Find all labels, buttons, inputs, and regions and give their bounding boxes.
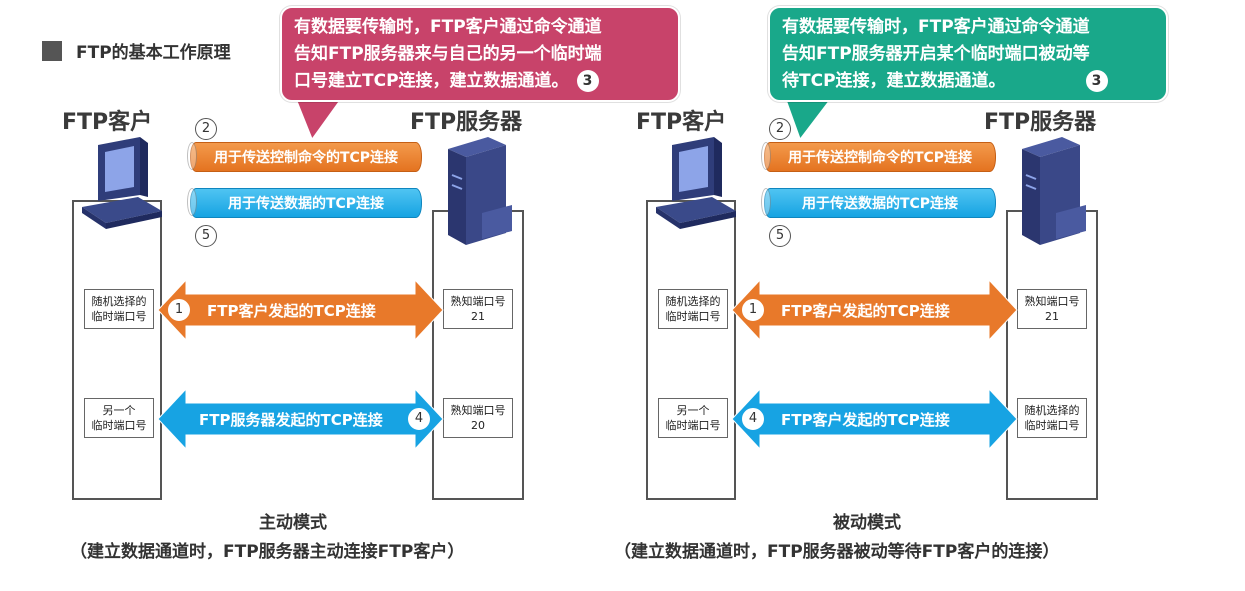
passive-step-1-badge: 1 — [742, 299, 764, 321]
passive-callout-line-2: 告知FTP服务器开启某个临时端口被动等 — [782, 44, 1090, 64]
active-step-2-badge: 2 — [195, 118, 217, 140]
active-conn-1-label: FTP客户发起的TCP连接 — [207, 302, 376, 320]
active-server-port-1: 熟知端口号 21 — [443, 289, 513, 329]
passive-step-2-badge: 2 — [769, 118, 791, 140]
active-conn-4-label: FTP服务器发起的TCP连接 — [199, 411, 383, 429]
active-server-port-2: 熟知端口号 20 — [443, 398, 513, 438]
passive-client-port-2: 另一个 临时端口号 — [658, 398, 728, 438]
active-mode-title: 主动模式 — [259, 513, 327, 533]
active-client-computer-icon — [82, 137, 162, 229]
active-client-column — [72, 200, 162, 500]
passive-conn-4-label: FTP客户发起的TCP连接 — [781, 411, 950, 429]
passive-server-column — [1006, 210, 1098, 500]
passive-step-4-badge: 4 — [742, 408, 764, 430]
active-server-icon — [448, 137, 512, 245]
passive-data-connection-pipe: 用于传送数据的TCP连接 — [761, 188, 996, 218]
active-callout-step-number: 3 — [576, 70, 599, 92]
active-conn-4-arrow — [157, 387, 444, 451]
page-title: FTP的基本工作原理 — [76, 43, 231, 63]
passive-callout-line-1: 有数据要传输时，FTP客户通过命令通道 — [782, 17, 1090, 37]
active-data-connection-label: 用于传送数据的TCP连接 — [227, 196, 385, 212]
passive-conn-1-label: FTP客户发起的TCP连接 — [781, 302, 950, 320]
passive-server-port-2: 随机选择的 临时端口号 — [1017, 398, 1087, 438]
passive-conn-4-arrow — [731, 387, 1018, 451]
active-callout-line-2: 告知FTP服务器来与自己的另一个临时端 — [294, 44, 602, 64]
passive-client-computer-icon — [656, 137, 736, 229]
active-server-label: FTP服务器 — [410, 110, 523, 135]
active-step-5-badge: 5 — [195, 225, 217, 247]
active-client-port-2: 另一个 临时端口号 — [84, 398, 154, 438]
active-conn-1-arrow — [157, 278, 444, 342]
passive-control-connection-pipe: 用于传送控制命令的TCP连接 — [761, 142, 996, 172]
passive-mode-description: （建立数据通道时，FTP服务器被动等待FTP客户的连接） — [614, 542, 1060, 562]
active-client-label: FTP客户 — [62, 110, 153, 135]
title-bullet-square — [42, 41, 62, 61]
passive-mode-title: 被动模式 — [833, 513, 901, 533]
passive-server-icon — [1022, 137, 1086, 245]
active-callout-line-3: 口号建立TCP连接，建立数据通道。 — [294, 71, 569, 91]
active-callout: 有数据要传输时，FTP客户通过命令通道 告知FTP服务器来与自己的另一个临时端 … — [280, 6, 680, 102]
active-data-connection-pipe: 用于传送数据的TCP连接 — [187, 188, 422, 218]
active-callout-line-1: 有数据要传输时，FTP客户通过命令通道 — [294, 17, 602, 37]
active-step-4-badge: 4 — [408, 408, 430, 430]
active-control-connection-pipe: 用于传送控制命令的TCP连接 — [187, 142, 422, 172]
passive-client-column — [646, 200, 736, 500]
active-server-column — [432, 210, 524, 500]
active-step-1-badge: 1 — [168, 299, 190, 321]
passive-data-connection-label: 用于传送数据的TCP连接 — [801, 196, 959, 212]
passive-server-label: FTP服务器 — [984, 110, 1097, 135]
passive-server-port-1: 熟知端口号 21 — [1017, 289, 1087, 329]
passive-client-port-1: 随机选择的 临时端口号 — [658, 289, 728, 329]
passive-client-label: FTP客户 — [636, 110, 727, 135]
passive-callout-step-number: 3 — [1085, 70, 1108, 92]
passive-step-5-badge: 5 — [769, 225, 791, 247]
active-client-port-1: 随机选择的 临时端口号 — [84, 289, 154, 329]
passive-control-connection-label: 用于传送控制命令的TCP连接 — [787, 150, 973, 166]
active-control-connection-label: 用于传送控制命令的TCP连接 — [213, 150, 399, 166]
passive-callout: 有数据要传输时，FTP客户通过命令通道 告知FTP服务器开启某个临时端口被动等 … — [768, 6, 1168, 102]
passive-callout-line-3: 待TCP连接，建立数据通道。 — [782, 71, 1006, 91]
passive-conn-1-arrow — [731, 278, 1018, 342]
active-mode-description: （建立数据通道时，FTP服务器主动连接FTP客户） — [70, 542, 465, 562]
